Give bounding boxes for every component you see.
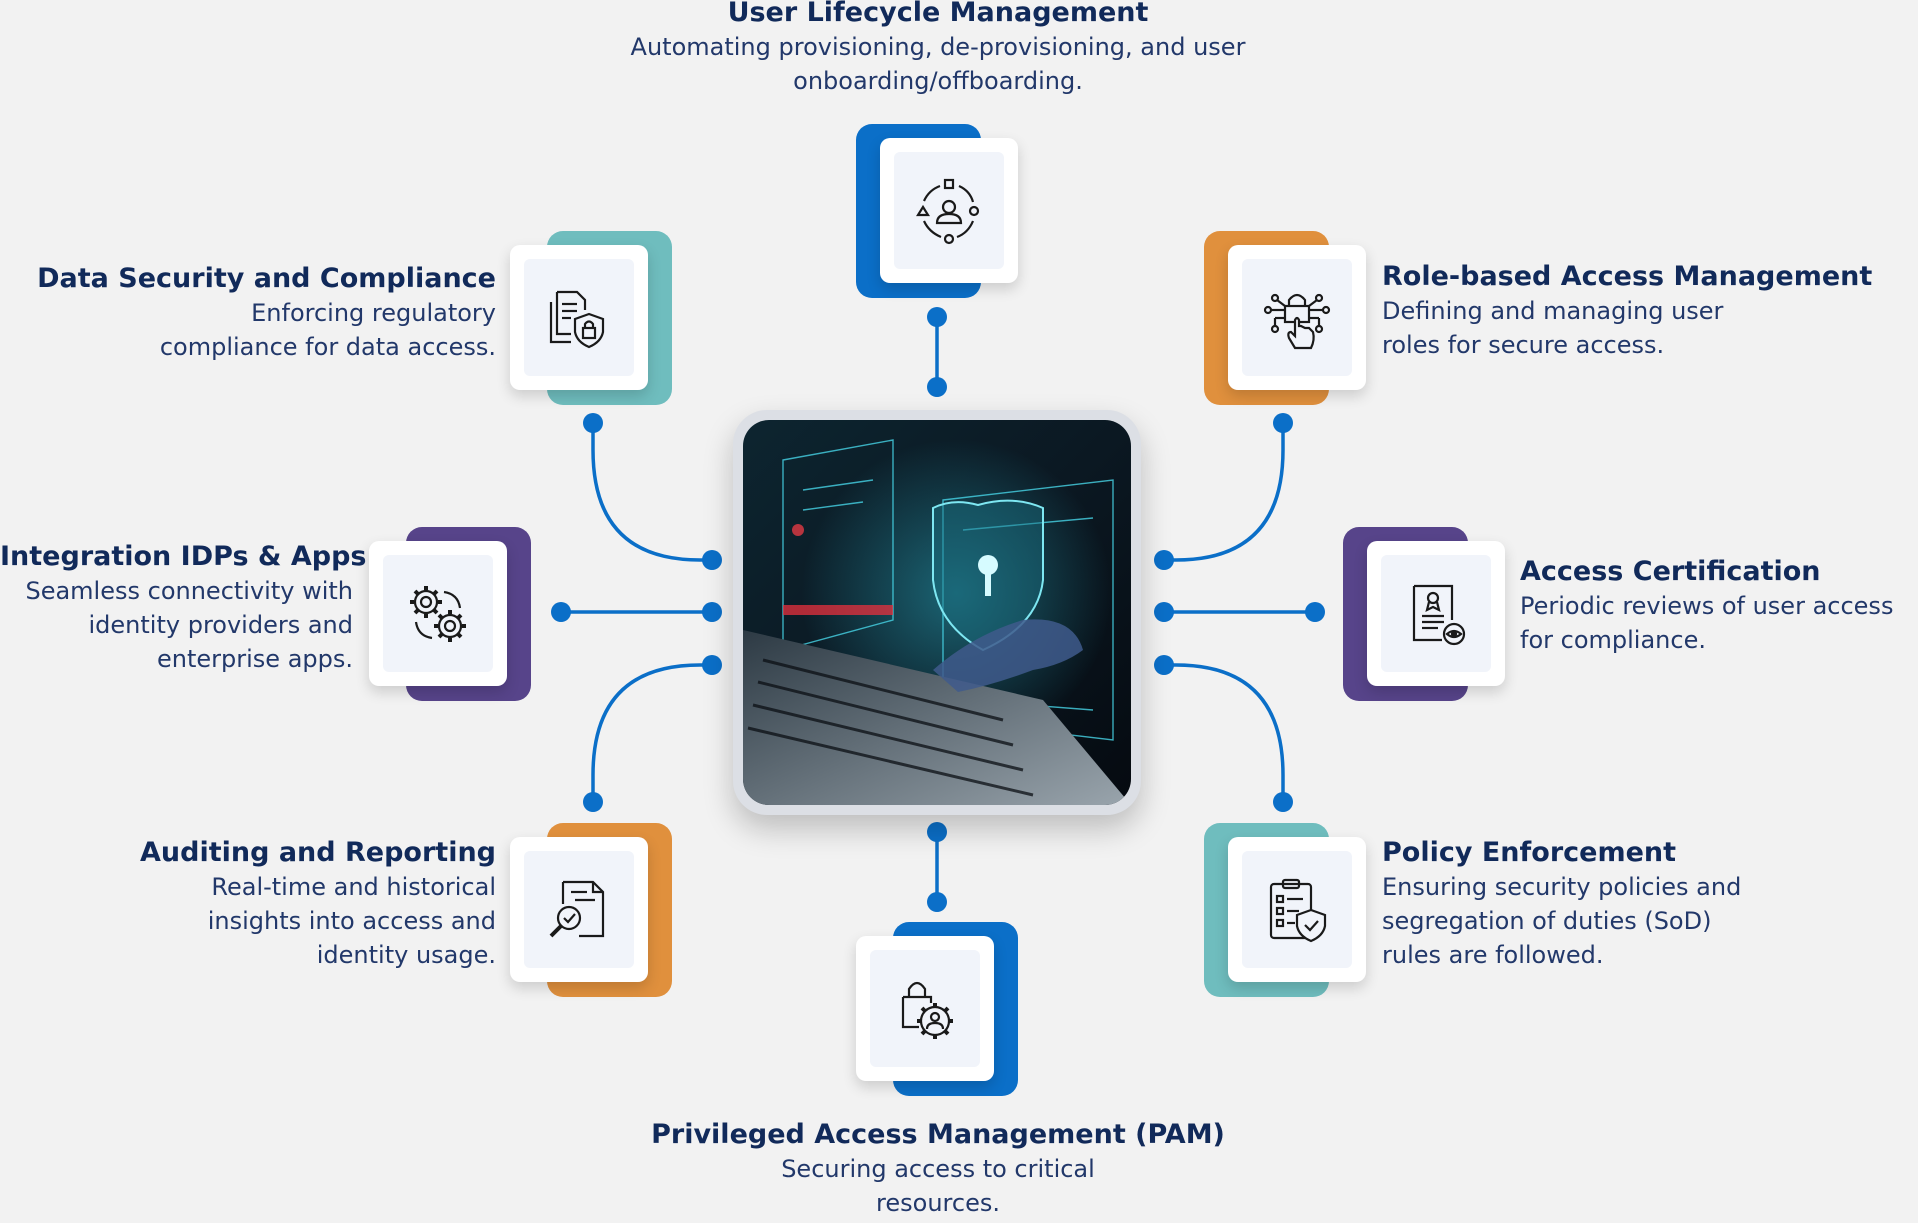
connector-dots [551,307,1325,912]
node-description: Automating provisioning, de-provisioning… [630,33,1246,95]
auditing-card [510,823,672,997]
icon-tile [1228,837,1366,982]
connector-upper-right [1164,423,1285,562]
node-description-line: for compliance. [1520,626,1706,654]
connector-lower-left [591,663,712,802]
pam-card [856,922,1018,1096]
node-description-line: insights into access and [207,907,496,935]
access-certification-label: Access Certification Periodic reviews of… [1520,555,1915,657]
document-magnifier-icon [549,880,605,937]
center-image-frame [733,410,1141,815]
role-based-card [1204,231,1366,405]
node-description-line: Enforcing regulatory [251,299,496,327]
node-title: Role-based Access Management [1382,261,1873,292]
node-description-line: Defining and managing user [1382,297,1724,325]
auditing-label: Auditing and Reporting Real-time and his… [120,836,496,972]
role-based-label: Role-based Access Management Defining an… [1382,260,1902,362]
integration-card [369,527,531,701]
certificate-eye-icon [1412,584,1466,645]
policy-enforcement-label: Policy Enforcement Ensuring security pol… [1382,836,1902,972]
node-description-line: segregation of duties (SoD) [1382,907,1712,935]
node-description-line: Periodic reviews of user access [1520,592,1894,620]
lock-network-hand-icon [1263,293,1331,349]
policy-enforcement-card [1204,823,1366,997]
node-description-line: Ensuring security policies and [1382,873,1742,901]
user-lifecycle-card [856,124,1018,298]
node-description-line: resources. [876,1189,1000,1217]
node-description-line: compliance for data access. [159,333,496,361]
icon-tile [1228,245,1366,390]
user-lifecycle-label: User Lifecycle Management Automating pro… [559,0,1317,98]
node-title: Data Security and Compliance [37,263,496,294]
data-security-label: Data Security and Compliance Enforcing r… [20,262,496,364]
cyber-security-laptop-image [743,420,1131,805]
node-title: Integration IDPs & Apps [0,541,367,572]
user-cycle-icon [916,178,980,244]
access-certification-card [1343,527,1505,701]
node-description-line: Securing access to critical [781,1155,1095,1183]
icon-tile [1367,541,1505,686]
node-description-line: Real-time and historical [211,873,496,901]
node-description-line: rules are followed. [1382,941,1604,969]
integration-label: Integration IDPs & Apps Seamless connect… [0,540,367,676]
node-description-line: enterprise apps. [157,645,353,673]
icon-tile [510,837,648,982]
node-title: User Lifecycle Management [727,0,1149,28]
node-title: Access Certification [1520,556,1821,587]
gears-icon [410,585,466,642]
icon-tile [856,936,994,1081]
icon-tile [510,245,648,390]
node-description-line: identity providers and [88,611,353,639]
node-description-line: identity usage. [316,941,496,969]
icon-tile [880,138,1018,283]
node-title: Auditing and Reporting [140,837,496,868]
clipboard-shield-icon [1269,878,1327,942]
pam-label: Privileged Access Management (PAM) Secur… [560,1118,1316,1220]
node-description-line: roles for secure access. [1382,331,1665,359]
document-lock-icon [549,290,605,348]
node-title: Privileged Access Management (PAM) [651,1119,1225,1150]
data-security-card [510,231,672,405]
node-description-line: Seamless connectivity with [25,577,353,605]
icon-tile [369,541,507,686]
connector-lower-right [1164,663,1285,802]
lock-user-gear-icon [901,981,953,1039]
connector-upper-left [591,423,712,562]
node-title: Policy Enforcement [1382,837,1677,868]
